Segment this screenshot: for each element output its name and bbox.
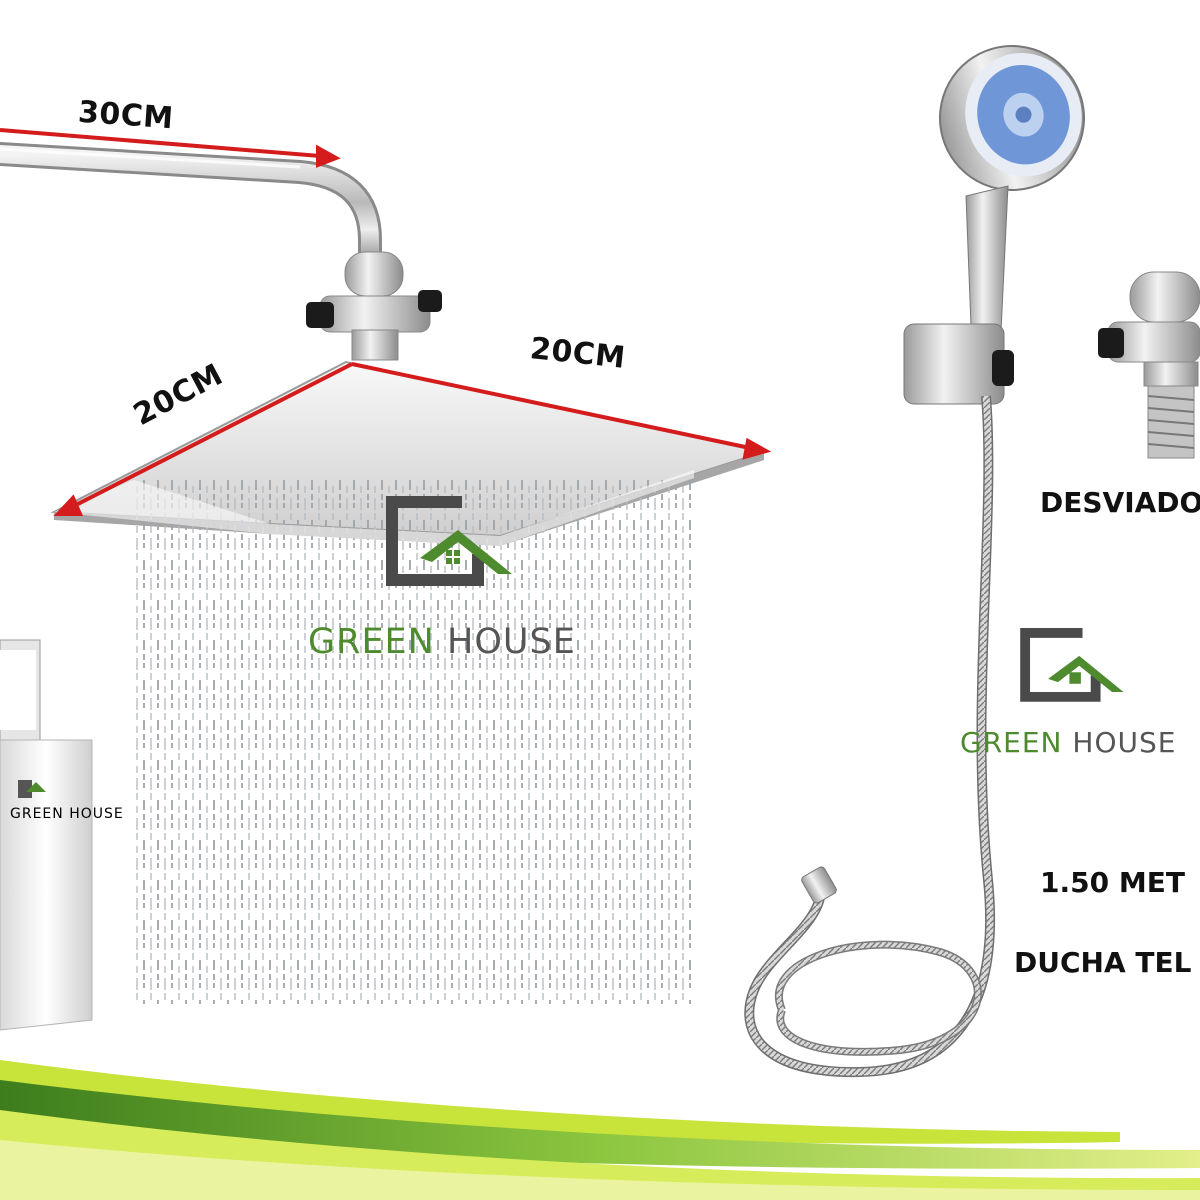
green-house-logo-icon xyxy=(386,496,512,586)
brand-name-side: GREEN HOUSE xyxy=(960,726,1176,759)
hand-shower-icon xyxy=(903,44,1085,405)
diverter-valve-icon xyxy=(1098,271,1200,459)
diverter-label: DESVIADO xyxy=(1040,486,1200,519)
rain-shower-head-icon xyxy=(50,360,768,1004)
product-box-icon xyxy=(0,639,93,1031)
brand-green-word: GREEN xyxy=(960,726,1063,759)
shower-arm-icon xyxy=(0,142,382,274)
green-swoosh-decoration xyxy=(0,1060,1200,1200)
box-brand-text: GREEN HOUSE xyxy=(10,806,124,822)
arm-length-label: 30CM xyxy=(76,94,175,137)
hand-shower-label: DUCHA TEL xyxy=(1014,946,1192,979)
diverter-valve-icon xyxy=(306,251,442,361)
hose-length-label: 1.50 MET xyxy=(1040,866,1185,899)
brand-green-word: GREEN xyxy=(308,622,435,662)
brand-house-word: HOUSE xyxy=(447,622,576,662)
brand-house-word: HOUSE xyxy=(1072,726,1177,759)
brand-name-main: GREEN HOUSE xyxy=(308,622,576,662)
flexible-hose-icon xyxy=(744,395,996,1078)
green-house-logo-icon xyxy=(1020,628,1124,702)
dimension-arrows xyxy=(0,128,772,516)
